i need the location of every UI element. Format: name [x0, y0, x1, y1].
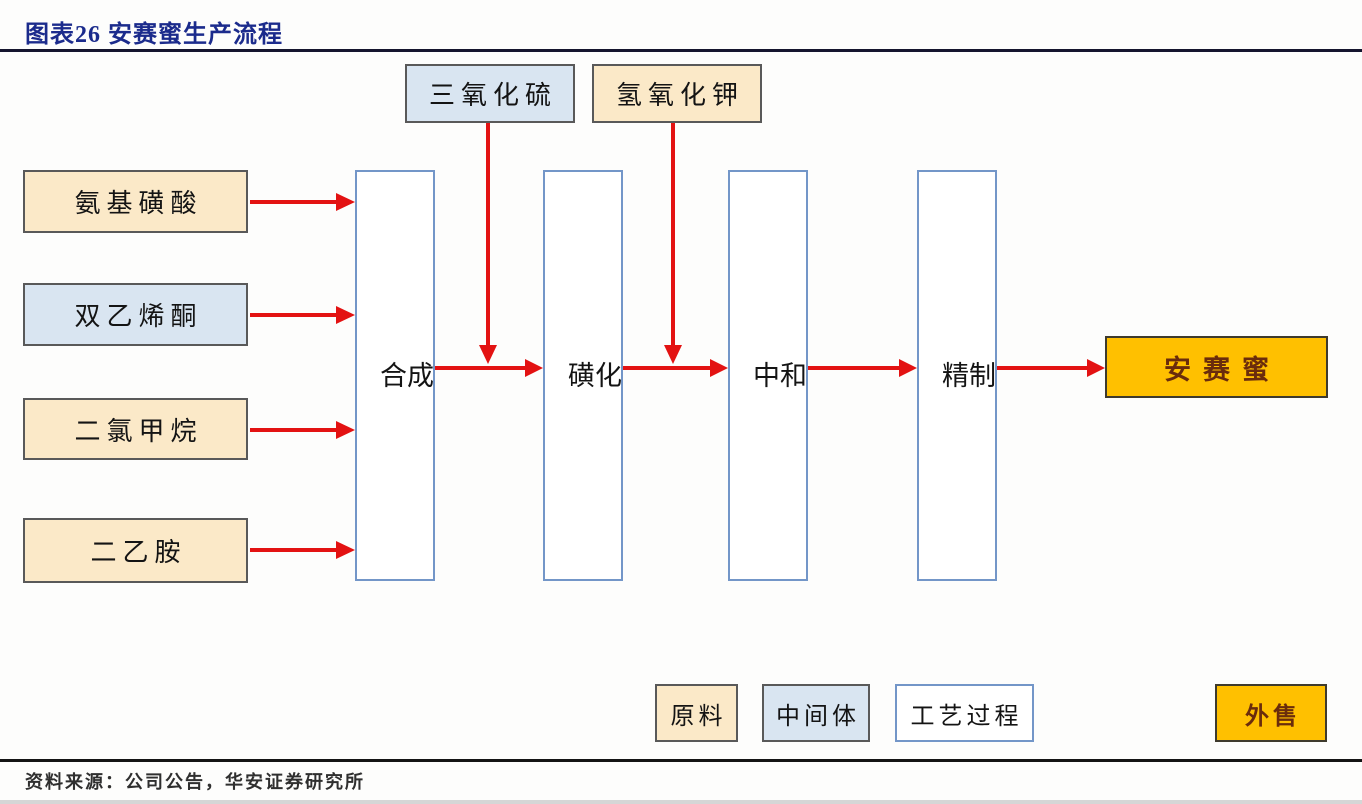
node-process-refining: 精制	[917, 170, 997, 581]
legend-external-sale: 外售	[1215, 684, 1327, 742]
source-note: 资料来源：公司公告，华安证券研究所	[25, 772, 365, 792]
arrow-neutralization-to-refining	[808, 359, 917, 377]
arrow-potassium-hydroxide-down	[664, 123, 682, 364]
node-diketene: 双乙烯酮	[23, 283, 248, 346]
arrow-sulfonation-to-neutralization	[623, 359, 728, 377]
footer-divider	[0, 759, 1362, 762]
title-divider	[0, 49, 1362, 52]
arrow-diketene-to-synthesis	[250, 306, 355, 324]
figure-title: 图表26 安赛蜜生产流程	[25, 22, 283, 48]
arrow-diethylamine-to-synthesis	[250, 541, 355, 559]
node-process-sulfonation: 磺化	[543, 170, 623, 581]
node-diethylamine: 二乙胺	[23, 518, 248, 583]
legend-intermediate: 中间体	[762, 684, 870, 742]
arrow-synthesis-to-sulfonation	[435, 359, 543, 377]
process-label-neutralization: 中和	[753, 360, 807, 391]
process-label-synthesis: 合成	[380, 360, 434, 391]
node-dichloromethane: 二氯甲烷	[23, 398, 248, 460]
process-label-sulfonation: 磺化	[568, 360, 622, 391]
arrow-sulfur-trioxide-down	[479, 123, 497, 364]
node-acesulfame-output: 安赛蜜	[1105, 336, 1328, 398]
node-process-neutralization: 中和	[728, 170, 808, 581]
legend-process: 工艺过程	[895, 684, 1034, 742]
legend-raw-material: 原料	[655, 684, 738, 742]
arrow-refining-to-acesulfame	[997, 359, 1105, 377]
arrow-sulfamic-to-synthesis	[250, 193, 355, 211]
node-sulfur-trioxide: 三氧化硫	[405, 64, 575, 123]
node-process-synthesis: 合成	[355, 170, 435, 581]
arrow-dichloromethane-to-synthesis	[250, 421, 355, 439]
page-bottom-edge	[0, 800, 1362, 804]
process-label-refining: 精制	[942, 360, 996, 391]
node-sulfamic-acid: 氨基磺酸	[23, 170, 248, 233]
node-potassium-hydroxide: 氢氧化钾	[592, 64, 762, 123]
